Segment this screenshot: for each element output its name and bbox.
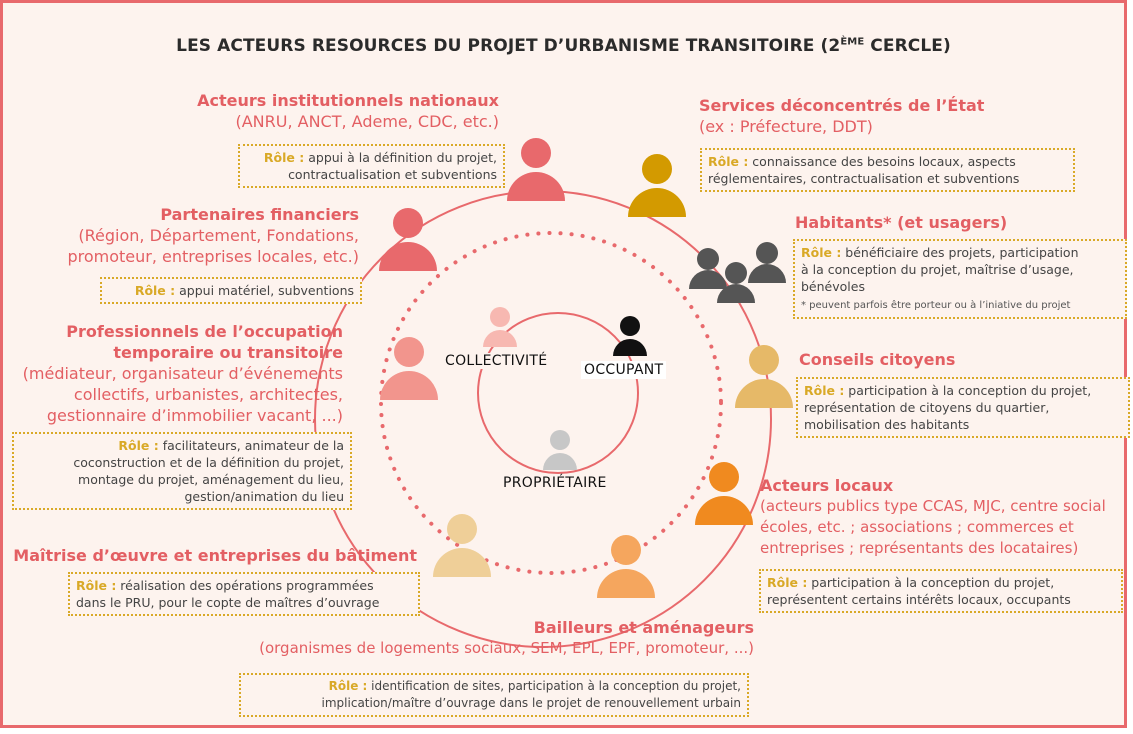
role-box-conseils: Rôle : participation à la conception du …: [796, 377, 1130, 438]
diagram-title: LES ACTEURS RESOURCES DU PROJET D’URBANI…: [176, 36, 951, 56]
actor-desc: (ex : Préfecture, DDT): [699, 117, 873, 136]
actor-title: Services déconcentrés de l’État: [699, 96, 985, 115]
actor-title: Acteurs locaux: [760, 476, 894, 495]
actor-desc: (médiateur, organisateur d’événements: [22, 364, 343, 383]
actor-desc: écoles, etc. ; associations ; commerces …: [760, 518, 1074, 536]
actor-desc: entreprises ; représentants des locatair…: [760, 539, 1079, 557]
dotted-circle: [379, 231, 723, 575]
role-box-bailleurs: Rôle : identification de sites, particip…: [239, 673, 749, 717]
role-box-professionnels: Rôle : facilitateurs, animateur de la co…: [12, 432, 352, 510]
actor-title: Bailleurs et aménageurs: [533, 618, 754, 637]
role-box-services-etat: Rôle : connaissance des besoins locaux, …: [700, 148, 1075, 192]
actor-professionnels: Professionnels de l’occupation temporair…: [23, 321, 343, 426]
person-icon: [379, 208, 437, 271]
actor-services-etat: Services déconcentrés de l’État (ex : Pr…: [699, 95, 984, 137]
actor-desc: collectifs, urbanistes, architectes,: [73, 385, 343, 404]
actor-locaux: Acteurs locaux (acteurs publics type CCA…: [760, 475, 1106, 559]
actor-desc: promoteur, entreprises locales, etc.): [67, 247, 359, 266]
actor-desc: gestionnaire d’immobilier vacant, ...): [46, 406, 343, 425]
label-collectivite: COLLECTIVITÉ: [443, 353, 550, 369]
actor-habitants: Habitants* (et usagers): [795, 212, 1007, 233]
person-icon: [628, 154, 686, 217]
occupant-icon: [613, 316, 647, 356]
person-icon: [507, 138, 565, 201]
actor-title: Acteurs institutionnels nationaux: [197, 91, 499, 110]
label-proprietaire: PROPRIÉTAIRE: [501, 475, 609, 491]
actor-desc: (acteurs publics type CCAS, MJC, centre …: [760, 497, 1106, 515]
inner-circle: [477, 312, 639, 474]
group-icon: [689, 242, 786, 303]
person-icon: [695, 462, 753, 525]
collectivite-icon: [483, 307, 517, 347]
diagram-graphics: [314, 138, 793, 648]
role-box-institutionnels: Rôle : appui à la définition du projet, …: [238, 144, 505, 188]
role-box-habitants: Rôle : bénéficiaire des projets, partici…: [793, 239, 1127, 319]
actor-title: Conseils citoyens: [799, 350, 956, 369]
actor-desc: (Région, Département, Fondations,: [78, 226, 359, 245]
actor-desc: (organismes de logements sociaux, SEM, E…: [259, 639, 754, 657]
label-occupant: OCCUPANT: [581, 361, 667, 379]
actor-financiers: Partenaires financiers (Région, Départem…: [67, 204, 359, 267]
actor-maitrise: Maîtrise d’œuvre et entreprises du bâtim…: [13, 545, 417, 566]
actor-bailleurs: Bailleurs et aménageurs (organismes de l…: [259, 617, 754, 659]
person-icon: [433, 514, 491, 577]
person-icon: [735, 345, 793, 408]
habitants-note: * peuvent parfois être porteur ou à l’in…: [801, 300, 1071, 311]
actor-conseils: Conseils citoyens: [799, 349, 955, 370]
role-box-maitrise: Rôle : réalisation des opérations progra…: [68, 572, 420, 616]
actor-desc: (ANRU, ANCT, Ademe, CDC, etc.): [235, 112, 499, 131]
actor-institutionnels: Acteurs institutionnels nationaux (ANRU,…: [197, 90, 499, 132]
person-icon: [597, 535, 655, 598]
actor-title: Professionnels de l’occupation: [66, 322, 343, 341]
proprietaire-icon: [543, 430, 577, 470]
actor-title: Habitants* (et usagers): [795, 213, 1008, 232]
actor-title: Partenaires financiers: [160, 205, 359, 224]
role-box-locaux: Rôle : participation à la conception du …: [759, 569, 1123, 613]
role-box-financiers: Rôle : appui matériel, subventions: [100, 277, 362, 304]
actor-title: Maîtrise d’œuvre et entreprises du bâtim…: [13, 546, 417, 565]
actor-title: temporaire ou transitoire: [113, 343, 343, 362]
person-icon: [380, 337, 438, 400]
